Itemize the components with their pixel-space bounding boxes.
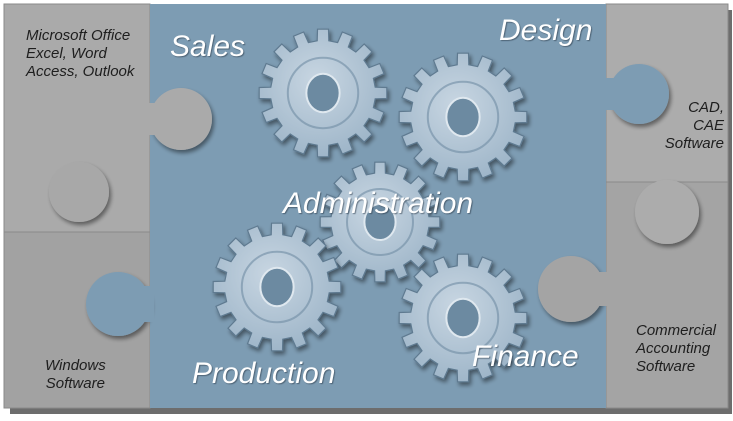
puzzle-piece-icon xyxy=(49,162,109,222)
piece-line: Commercial xyxy=(636,322,717,339)
dept-label-sales: Sales xyxy=(170,30,246,63)
piece-line: CAE xyxy=(693,117,724,134)
dept-label-production: Production xyxy=(192,357,336,390)
piece-label-top-right: CAD, CAE Software xyxy=(665,99,724,153)
dept-label-administration: Administration xyxy=(283,187,474,220)
gear-icon xyxy=(319,161,441,283)
piece-label-top-left: Microsoft Office Excel, Word Access, Out… xyxy=(26,27,134,81)
gear-icon xyxy=(212,222,342,352)
gears xyxy=(212,28,528,383)
puzzle-knobs xyxy=(49,64,699,336)
gear-icon xyxy=(398,52,528,182)
piece-line: Excel, Word xyxy=(26,45,107,62)
gear-icon xyxy=(398,253,528,383)
piece-line: Access, Outlook xyxy=(26,63,135,80)
piece-label-bottom-left: Windows Software xyxy=(45,357,106,393)
puzzle-piece-icon xyxy=(635,180,699,244)
piece-line: Accounting xyxy=(636,340,711,357)
gear-icon xyxy=(258,28,388,158)
piece-label-bottom-right: Commercial Accounting Software xyxy=(636,322,716,376)
piece-line: Software xyxy=(45,375,105,392)
piece-line: CAD, xyxy=(688,99,724,116)
piece-line: Windows xyxy=(45,357,106,374)
piece-line: Microsoft Office xyxy=(26,27,131,44)
piece-line: Software xyxy=(636,358,696,375)
dept-label-finance: Finance xyxy=(472,340,579,373)
piece-line: Software xyxy=(664,135,724,152)
puzzle-pieces xyxy=(3,3,729,409)
puzzle-piece-icon xyxy=(538,256,604,322)
dept-label-design: Design xyxy=(499,14,593,47)
